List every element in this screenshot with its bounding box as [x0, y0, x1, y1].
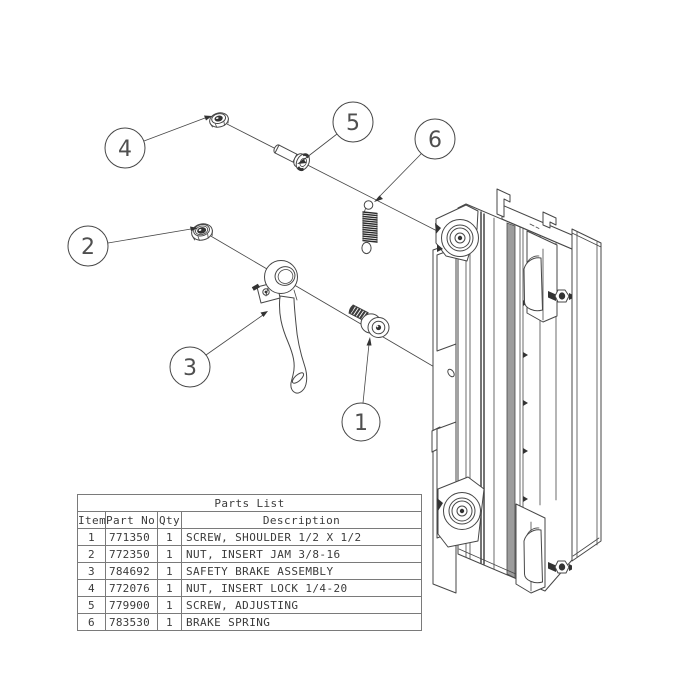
adjusting-screw [273, 144, 310, 172]
middle-right-roller [523, 230, 572, 323]
callout-leaders [107, 115, 422, 404]
col-header-description: Description [181, 511, 422, 529]
item-cell: 1 [77, 528, 106, 546]
table-row: 1 771350 1 SCREW, SHOULDER 1/2 X 1/2 [77, 528, 422, 546]
table-row: 2 772350 1 NUT, INSERT JAM 3/8-16 [77, 545, 422, 563]
jam-nut [191, 223, 213, 241]
brake-spring [361, 200, 378, 255]
callout-balloon-4: 4 [104, 127, 146, 169]
table-row: 5 779900 1 SCREW, ADJUSTING [77, 596, 422, 614]
upper-left-roller [435, 204, 479, 352]
callout-balloon-6: 6 [414, 118, 456, 160]
col-header-qty: Qty [157, 511, 182, 529]
part-no-cell: 784692 [105, 562, 158, 580]
lower-left-roller [431, 421, 485, 548]
description-cell: BRAKE SPRING [181, 613, 422, 631]
back-rail [571, 228, 602, 562]
shoulder-screw [348, 304, 390, 338]
description-cell: SCREW, SHOULDER 1/2 X 1/2 [181, 528, 422, 546]
callout-balloon-1: 1 [341, 402, 381, 442]
table-row: 3 784692 1 SAFETY BRAKE ASSEMBLY [77, 562, 422, 580]
axis-lines [208, 123, 450, 369]
item-cell: 2 [77, 545, 106, 563]
bottom-right-roller [515, 503, 572, 594]
rail-assembly [431, 188, 602, 594]
balloon-label-4: 4 [118, 137, 132, 162]
col-header-part-no: Part No. [105, 511, 158, 529]
parts-list-title: Parts List [77, 494, 422, 512]
part-no-cell: 783530 [105, 613, 158, 631]
qty-cell: 1 [157, 562, 182, 580]
item-cell: 4 [77, 579, 106, 597]
balloon-label-1: 1 [354, 411, 368, 436]
qty-cell: 1 [157, 579, 182, 597]
part-no-cell: 779900 [105, 596, 158, 614]
qty-cell: 1 [157, 613, 182, 631]
item-cell: 6 [77, 613, 106, 631]
callout-balloon-5: 5 [332, 101, 374, 143]
balloon-label-5: 5 [346, 111, 360, 136]
balloon-label-6: 6 [428, 128, 442, 153]
part-no-cell: 771350 [105, 528, 158, 546]
parts-list-header-row: Item Part No. Qty Description [77, 511, 422, 529]
part-no-cell: 772076 [105, 579, 158, 597]
channel-groove [506, 222, 516, 579]
col-header-item: Item [77, 511, 106, 529]
qty-cell: 1 [157, 528, 182, 546]
part-no-cell: 772350 [105, 545, 158, 563]
item-cell: 5 [77, 596, 106, 614]
safety-brake-assembly [251, 260, 308, 394]
description-cell: NUT, INSERT LOCK 1/4-20 [181, 579, 422, 597]
mounting-hole [447, 368, 455, 378]
hanger-tab [542, 211, 557, 229]
description-cell: SAFETY BRAKE ASSEMBLY [181, 562, 422, 580]
callout-balloon-3: 3 [169, 346, 211, 388]
callout-balloon-2: 2 [67, 225, 109, 267]
balloon-label-3: 3 [183, 356, 197, 381]
balloon-label-2: 2 [81, 235, 95, 260]
hanger-tab [496, 188, 511, 218]
item-cell: 3 [77, 562, 106, 580]
table-row: 4 772076 1 NUT, INSERT LOCK 1/4-20 [77, 579, 422, 597]
table-row: 6 783530 1 BRAKE SPRING [77, 613, 422, 631]
qty-cell: 1 [157, 545, 182, 563]
parts-list-table: Parts List Item Part No. Qty Description… [77, 494, 422, 631]
description-cell: SCREW, ADJUSTING [181, 596, 422, 614]
description-cell: NUT, INSERT JAM 3/8-16 [181, 545, 422, 563]
arm-slot [291, 372, 305, 384]
lock-nut [209, 112, 229, 128]
qty-cell: 1 [157, 596, 182, 614]
